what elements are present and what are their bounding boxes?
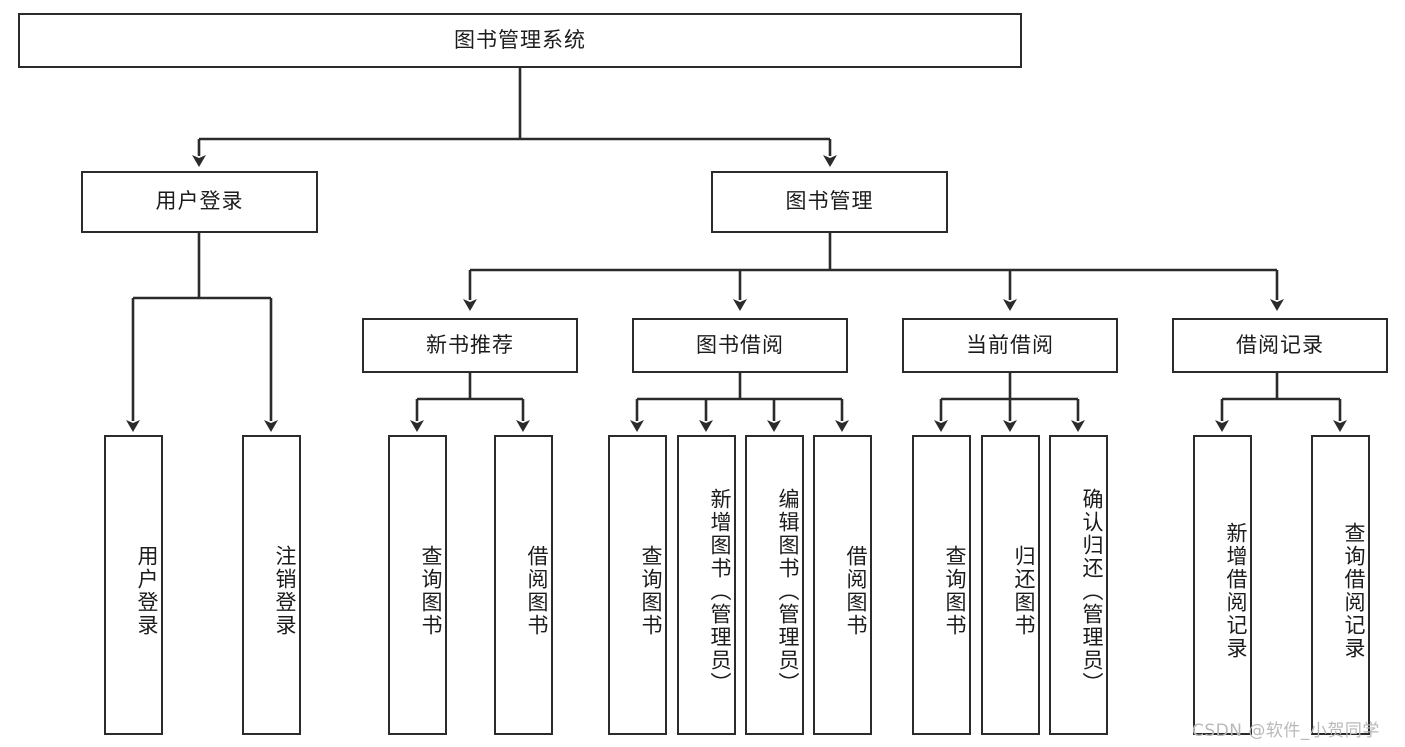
node-label: 查询图书 [639,545,663,637]
leaf-user-login-login[interactable]: 用户登录 [104,435,163,735]
csdn-watermark: CSDN @软件_小贺同学 [1192,721,1380,741]
node-borrow-records[interactable]: 借阅记录 [1172,318,1388,373]
leaf-recommend-query-book[interactable]: 查询图书 [388,435,447,735]
node-label: 查询图书 [419,545,443,637]
node-book-borrow[interactable]: 图书借阅 [632,318,848,373]
node-label: 归还图书 [1012,545,1036,637]
node-label: 查询图书 [943,545,967,637]
node-label: 用户登录 [135,545,159,637]
leaf-borrow-add-book-admin[interactable]: 新增图书（管理员） [677,435,736,735]
leaf-current-query-book[interactable]: 查询图书 [912,435,971,735]
node-user-login[interactable]: 用户登录 [81,171,318,233]
node-label: 当前借阅 [966,332,1054,357]
node-label: 图书借阅 [696,332,784,357]
node-root-system[interactable]: 图书管理系统 [18,13,1022,68]
node-label: 新增借阅记录 [1224,522,1248,660]
leaf-records-add-record[interactable]: 新增借阅记录 [1193,435,1252,735]
node-label: 用户登录 [155,189,244,214]
node-label: 图书管理 [785,189,874,214]
leaf-records-query-record[interactable]: 查询借阅记录 [1311,435,1370,735]
node-label: 新书推荐 [426,332,514,357]
node-label: 编辑图书（管理员） [776,487,800,695]
leaf-user-login-logout[interactable]: 注销登录 [242,435,301,735]
node-label: 图书管理系统 [454,27,586,52]
node-label: 确认归还（管理员） [1080,487,1104,695]
leaf-current-confirm-return-admin[interactable]: 确认归还（管理员） [1049,435,1108,735]
leaf-recommend-borrow-book[interactable]: 借阅图书 [494,435,553,735]
node-label: 借阅图书 [525,545,549,637]
node-new-book-recommend[interactable]: 新书推荐 [362,318,578,373]
node-label: 新增图书（管理员） [708,487,732,695]
leaf-borrow-query-book[interactable]: 查询图书 [608,435,667,735]
node-label: 借阅图书 [844,545,868,637]
node-current-borrow[interactable]: 当前借阅 [902,318,1118,373]
node-label: 借阅记录 [1236,332,1324,357]
node-label: 查询借阅记录 [1342,522,1366,660]
leaf-borrow-edit-book-admin[interactable]: 编辑图书（管理员） [745,435,804,735]
node-book-management[interactable]: 图书管理 [711,171,948,233]
leaf-current-return-book[interactable]: 归还图书 [981,435,1040,735]
leaf-borrow-borrow-book[interactable]: 借阅图书 [813,435,872,735]
node-label: 注销登录 [273,545,297,637]
